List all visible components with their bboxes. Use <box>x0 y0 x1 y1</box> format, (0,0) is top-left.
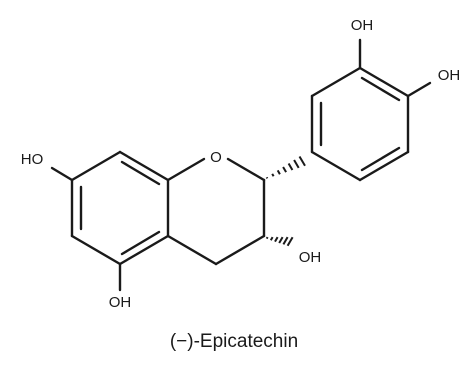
bond-b2-b3 <box>310 66 362 98</box>
bond-c7-oh <box>50 166 74 182</box>
hydroxyl-5-label: OH <box>109 294 132 311</box>
hashed-wedge-c3-oh <box>265 236 294 247</box>
bond-o1-c2 <box>226 157 266 182</box>
bond-b5-b6 <box>358 150 410 182</box>
ring-oxygen-label: O <box>210 149 222 166</box>
bond-c8-c8a <box>118 150 170 182</box>
bond-c3-c4 <box>214 234 266 266</box>
double-bond-b5-b6 <box>360 146 401 172</box>
substituent-bonds <box>50 38 432 292</box>
hydroxyl-3-label: OH <box>299 249 322 266</box>
hydroxyl-7-label: HO <box>21 151 44 168</box>
double-bond-c8-c8a <box>120 160 161 186</box>
molecule-name-caption: (−)-Epicatechin <box>170 331 298 352</box>
double-bond-c4a-c5 <box>120 230 161 256</box>
ring-c <box>166 157 266 266</box>
ring-a <box>70 150 170 266</box>
hydroxyl-4prime-label: OH <box>438 67 461 84</box>
double-bond-b3-b4 <box>360 76 401 102</box>
bond-c8a-o1 <box>166 157 206 182</box>
ring-b <box>310 66 410 182</box>
hydroxyl-3prime-label: OH <box>351 17 374 34</box>
bond-c5-c6 <box>70 234 122 266</box>
bond-c4a-c5 <box>118 234 170 266</box>
bond-b4-oh <box>406 81 432 98</box>
bond-b6-b1 <box>310 150 362 182</box>
bond-c4-c4a <box>166 234 218 266</box>
bond-b3-b4 <box>358 66 410 98</box>
hashed-wedge-c2-ringb <box>265 155 306 179</box>
bond-c7-c8 <box>70 150 122 182</box>
